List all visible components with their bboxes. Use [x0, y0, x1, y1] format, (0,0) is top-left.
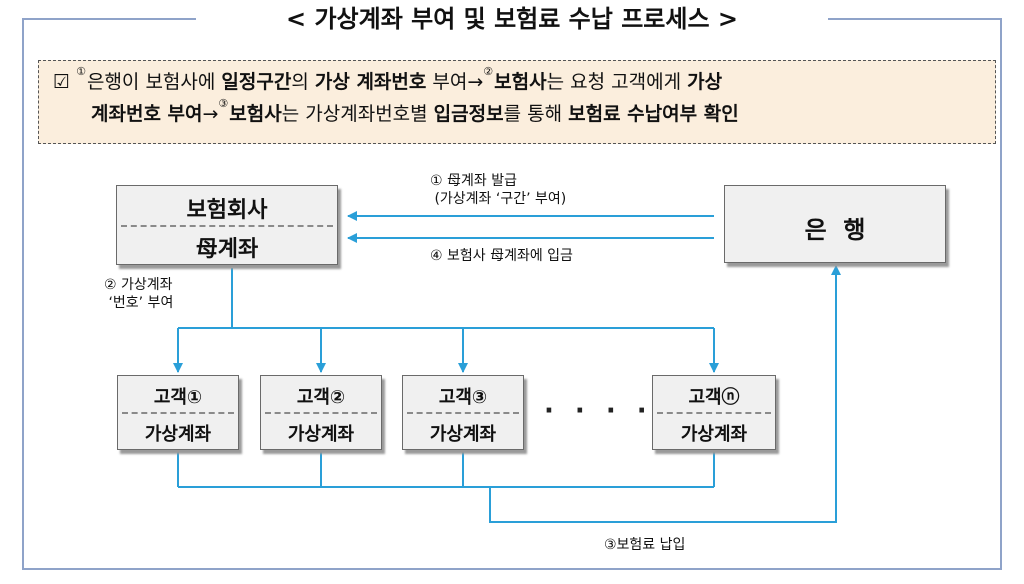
step3-label: ③보험료 납입	[604, 537, 686, 553]
virtual-account-label: 가상계좌	[144, 424, 212, 445]
summary-text: →	[202, 103, 219, 125]
customer-name: 고객①	[153, 387, 203, 408]
frame-top-right	[826, 18, 1002, 20]
bank-box: 은 행	[724, 185, 946, 263]
customer-box-1: 고객① 가상계좌	[117, 375, 239, 450]
customer-name: 고객②	[296, 387, 346, 408]
frame-top-left	[22, 18, 198, 20]
summary-text: 의	[291, 71, 315, 93]
mother-account-label: 母계좌	[195, 237, 259, 262]
insurer-box: 보험회사 母계좌	[116, 185, 338, 265]
customer-name: 고객ⓝ	[688, 387, 740, 408]
checkbox-icon: ☑	[53, 71, 71, 93]
summary-text: 부여→	[426, 71, 484, 93]
customer-divider	[265, 412, 377, 414]
summary-line-1-text: ①은행이 보험사에 일정구간의 가상 계좌번호 부여→②보험사는 요청 고객에게…	[76, 66, 723, 93]
step-number: ①	[76, 64, 86, 78]
customer-box-2: 고객② 가상계좌	[260, 375, 382, 450]
step2-label: ② 가상계좌 ‘번호’ 부여	[104, 277, 174, 311]
summary-text: 은행이 보험사에	[86, 71, 222, 93]
virtual-account-label: 가상계좌	[680, 424, 748, 445]
frame-right	[1000, 18, 1002, 570]
step-number: ③	[218, 96, 229, 110]
virtual-account-label: 가상계좌	[287, 424, 355, 445]
summary-text: 는 가상계좌번호별	[281, 103, 434, 125]
emphasis-text: 계좌번호 부여	[91, 103, 203, 125]
frame-bottom	[22, 568, 1002, 570]
bank-label: 은 행	[804, 216, 866, 244]
insurer-divider	[121, 225, 333, 227]
customer-box-n: 고객ⓝ 가상계좌	[652, 375, 776, 450]
frame-left	[22, 18, 24, 570]
step4-label: ④ 보험사 母계좌에 입금	[430, 248, 573, 264]
customer-divider	[122, 412, 234, 414]
summary-box: ☑ ①은행이 보험사에 일정구간의 가상 계좌번호 부여→②보험사는 요청 고객…	[38, 60, 996, 144]
customer-divider	[657, 412, 771, 414]
summary-text: 를 통해	[503, 103, 569, 125]
emphasis-text: 가상 계좌번호	[314, 71, 427, 93]
emphasis-text: 보험료 수납여부 확인	[568, 103, 739, 125]
virtual-account-label: 가상계좌	[429, 424, 497, 445]
summary-line-2-text: 계좌번호 부여→③보험사는 가상계좌번호별 입금정보를 통해 보험료 수납여부 …	[91, 98, 739, 125]
summary-line-2: 계좌번호 부여→③보험사는 가상계좌번호별 입금정보를 통해 보험료 수납여부 …	[53, 98, 985, 130]
emphasis-text: 보험사	[229, 103, 282, 125]
customer-divider	[407, 412, 519, 414]
step-number: ②	[483, 64, 494, 78]
emphasis-text: 일정구간	[221, 71, 292, 93]
emphasis-text: 가상	[687, 71, 723, 93]
step1-label: ① 母계좌 발급 (가상계좌 ‘구간’ 부여)	[430, 173, 567, 207]
emphasis-text: 입금정보	[433, 103, 504, 125]
arrow-step3	[489, 265, 841, 523]
summary-line-1: ☑ ①은행이 보험사에 일정구간의 가상 계좌번호 부여→②보험사는 요청 고객…	[53, 66, 985, 98]
summary-text: 는 요청 고객에게	[546, 71, 688, 93]
customer-name: 고객③	[438, 387, 488, 408]
diagram-title: < 가상계좌 부여 및 보험료 수납 프로세스 >	[196, 2, 828, 36]
emphasis-text: 보험사	[494, 71, 547, 93]
insurer-name: 보험회사	[186, 198, 268, 223]
customer-box-3: 고객③ 가상계좌	[402, 375, 524, 450]
